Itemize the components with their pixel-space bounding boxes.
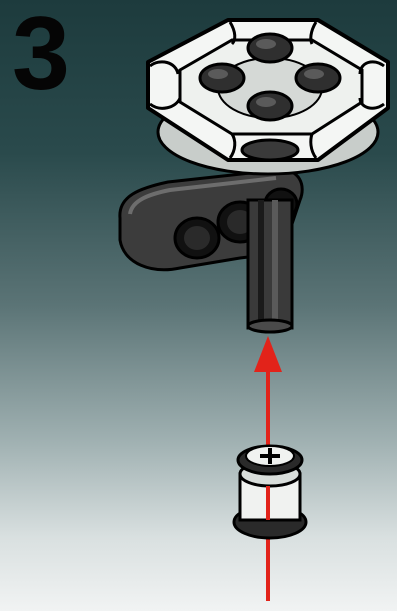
bushing-icon <box>234 446 306 538</box>
wheel-hub-icon <box>148 20 388 174</box>
axle-icon <box>248 200 292 332</box>
